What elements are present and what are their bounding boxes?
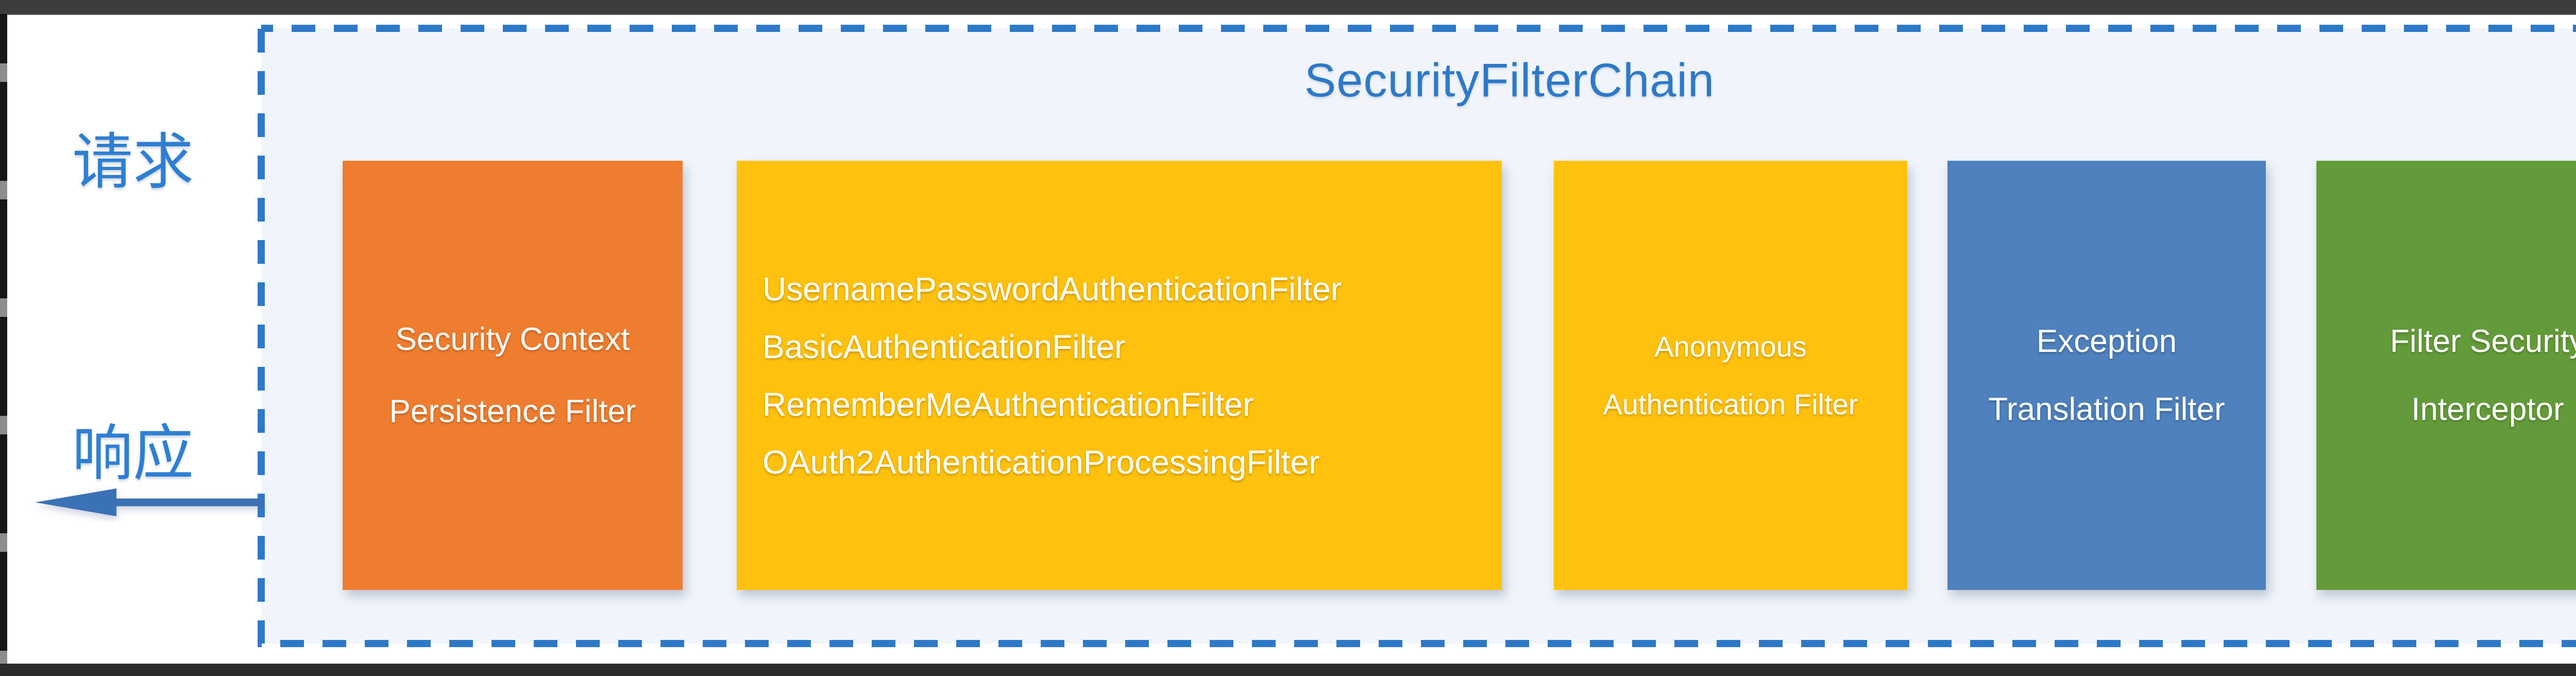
filter-security-interceptor-label: Filter Security Interceptor: [2390, 323, 2576, 427]
auth-filter-item: RememberMeAuthenticationFilter: [762, 385, 1254, 423]
auth-filter-item: BasicAuthenticationFilter: [762, 328, 1126, 365]
top-chrome-bar: [0, 0, 2576, 15]
request-label: 请求: [72, 126, 194, 197]
left-edge-strip: [0, 14, 7, 664]
security-filter-chain-title: SecurityFilterChain: [1304, 54, 1715, 107]
exception-translation-filter-label: Exception Translation Filter: [1988, 323, 2225, 427]
filter-security-interceptor-box: Filter Security Interceptor: [2316, 161, 2576, 590]
security-context-persistence-filter-box: Security Context Persistence Filter: [343, 161, 683, 590]
bottom-chrome-bar: [0, 664, 2576, 676]
anonymous-authentication-filter-label: Anonymous Authentication Filter: [1603, 330, 1858, 420]
authentication-filters-list: UsernamePasswordAuthenticationFilter Bas…: [762, 260, 1417, 491]
exception-translation-filter-box: Exception Translation Filter: [1947, 161, 2266, 590]
security-context-persistence-filter-label: Security Context Persistence Filter: [389, 321, 636, 429]
auth-filter-item: UsernamePasswordAuthenticationFilter: [762, 270, 1342, 308]
auth-filter-item: OAuth2AuthenticationProcessingFilter: [762, 443, 1320, 481]
response-arrow: [35, 488, 264, 516]
authentication-filters-box: UsernamePasswordAuthenticationFilter Bas…: [737, 161, 1502, 590]
anonymous-authentication-filter-box: Anonymous Authentication Filter: [1554, 161, 1907, 590]
response-label: 响应: [72, 418, 194, 489]
